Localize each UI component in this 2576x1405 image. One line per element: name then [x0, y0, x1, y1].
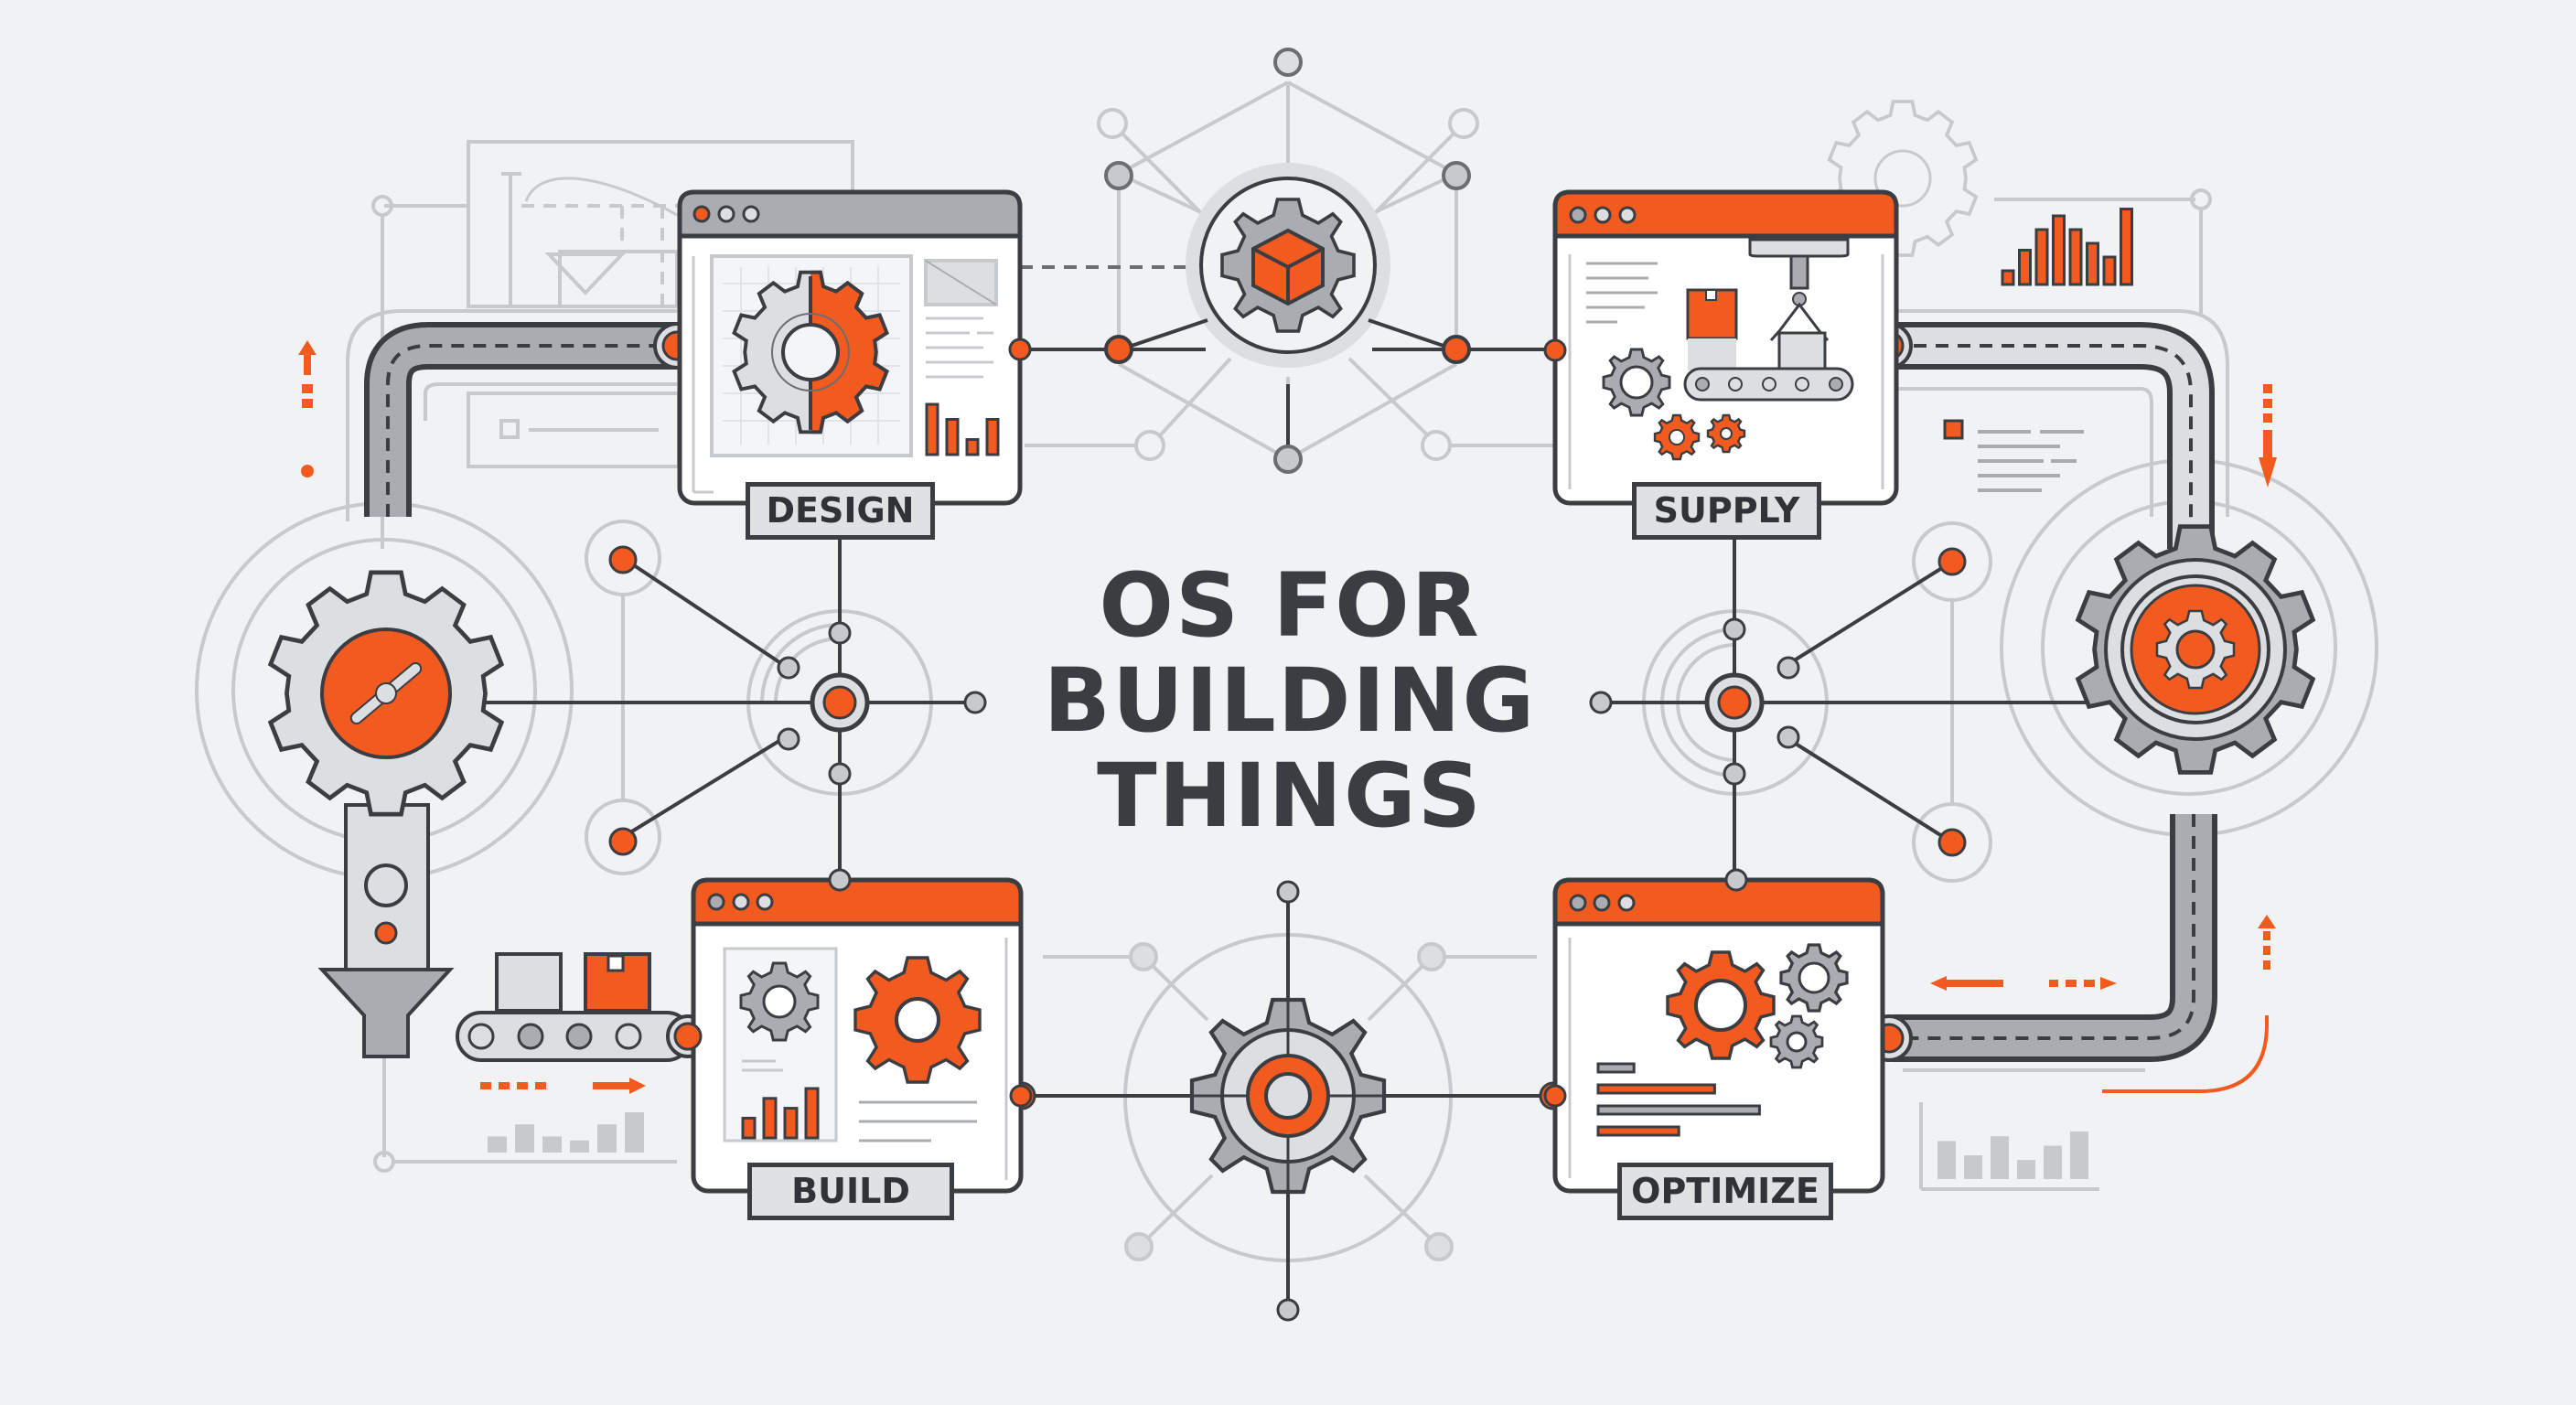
bar — [945, 418, 960, 456]
bar — [1964, 1155, 1982, 1179]
bar — [925, 402, 939, 456]
hbar — [1596, 1083, 1716, 1095]
optimize-window[interactable] — [1543, 868, 1885, 1194]
bar — [804, 1087, 820, 1140]
supply-window[interactable] — [1543, 189, 1899, 506]
title-line-2: BUILDING — [1043, 649, 1537, 752]
bar — [985, 418, 1000, 456]
hbar — [1596, 1062, 1636, 1074]
bar — [2102, 255, 2117, 286]
main-title: OS FOR BUILDING THINGS — [970, 558, 1610, 843]
bar — [625, 1112, 644, 1153]
bar — [2017, 1160, 2035, 1179]
stage-label-design[interactable]: DESIGN — [746, 482, 935, 540]
optimize-hbar-chart — [1596, 1062, 1761, 1137]
bar — [2034, 228, 2049, 286]
background-nodes — [1124, 942, 1454, 1261]
design-window[interactable] — [677, 189, 1032, 506]
right-hub-node — [1589, 547, 1967, 857]
bar — [542, 1136, 562, 1153]
bar — [2001, 269, 2015, 286]
right-pipe — [1865, 322, 2215, 549]
bar — [597, 1124, 617, 1153]
bar — [2044, 1145, 2062, 1179]
title-line-1: OS FOR — [1099, 554, 1481, 657]
bar — [570, 1140, 589, 1153]
bar — [2070, 1132, 2088, 1179]
bar — [965, 438, 980, 456]
bar — [762, 1097, 778, 1140]
left-pipe — [364, 322, 701, 517]
bar — [2018, 249, 2032, 286]
hbar — [1596, 1104, 1761, 1116]
bar — [741, 1116, 757, 1140]
title-line-3: THINGS — [1097, 745, 1483, 847]
design-bar-chart — [925, 402, 1000, 456]
left-gear-funnel — [271, 573, 502, 1058]
bar — [515, 1124, 534, 1153]
top-right-info-block — [1943, 419, 2084, 492]
stage-label-build[interactable]: BUILD — [747, 1163, 954, 1220]
build-bar-chart — [741, 1087, 820, 1140]
top-right-bar-chart — [2001, 208, 2133, 286]
bar — [1991, 1136, 2009, 1179]
stage-label-optimize[interactable]: OPTIMIZE — [1617, 1163, 1833, 1220]
conveyor-belt — [456, 952, 710, 1062]
bar — [2120, 208, 2133, 286]
bar — [1937, 1141, 1956, 1179]
hbar — [1596, 1125, 1680, 1137]
stage-label-supply[interactable]: SUPPLY — [1632, 482, 1821, 540]
build-window[interactable] — [673, 868, 1033, 1194]
top-hub-gear-cube — [1104, 48, 1471, 474]
bar — [783, 1107, 799, 1140]
wrench-icon — [349, 662, 423, 724]
bottom-right-pipe — [1865, 814, 2217, 1062]
left-hub-node — [608, 545, 987, 856]
right-gear — [2078, 527, 2313, 773]
bottom-left-bar-chart — [488, 1112, 644, 1153]
bar — [2068, 228, 2083, 286]
bottom-right-bar-chart — [1937, 1132, 2088, 1179]
bar — [2086, 241, 2099, 286]
flow-arrows — [298, 340, 2277, 1094]
bar — [2052, 214, 2066, 286]
bar — [488, 1136, 507, 1153]
